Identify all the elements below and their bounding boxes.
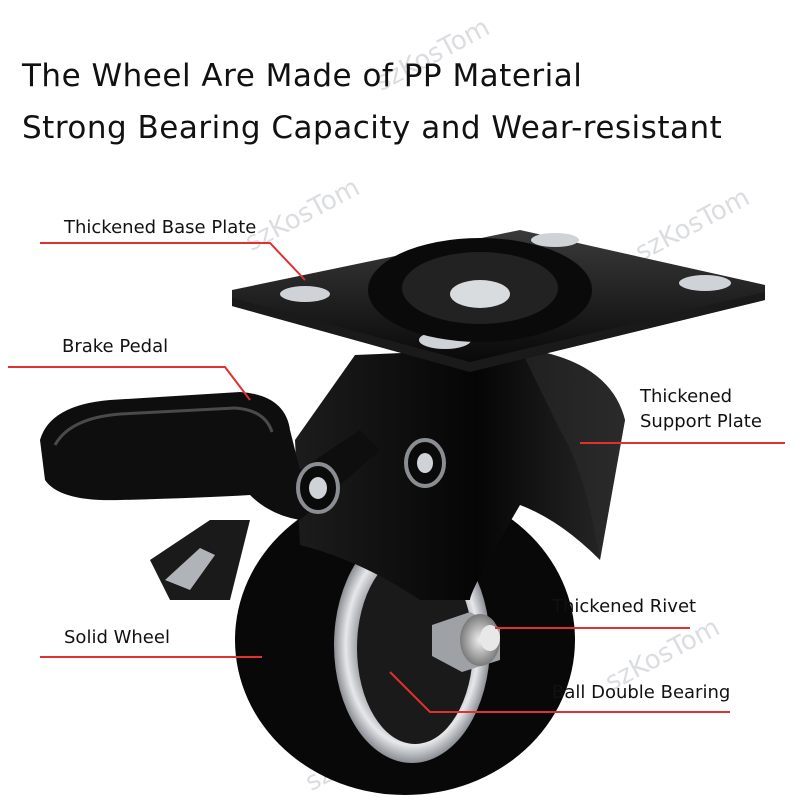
- label-support-plate-2: Support Plate: [640, 411, 762, 432]
- label-support-plate-1: Thickened: [640, 386, 733, 407]
- support-rivet: [296, 462, 340, 514]
- label-base-plate: Thickened Base Plate: [64, 217, 257, 238]
- label-solid-wheel: Solid Wheel: [64, 627, 170, 648]
- callout-line-base-plate: [40, 242, 306, 281]
- callout-line-brake-pedal: [8, 366, 251, 401]
- brake-pedal-shape: [40, 392, 380, 520]
- label-brake-pedal: Brake Pedal: [62, 336, 169, 357]
- headline-line-2: Strong Bearing Capacity and Wear-resista…: [22, 110, 723, 146]
- callout-line-bearing: [389, 671, 730, 713]
- support-plate: [295, 348, 625, 600]
- label-rivet: Thickened Rivet: [552, 596, 697, 617]
- support-rivet: [404, 438, 446, 488]
- headline-line-1: The Wheel Are Made of PP Material: [22, 58, 583, 94]
- label-bearing: Ball Double Bearing: [552, 682, 731, 703]
- axle-nut: [432, 612, 500, 672]
